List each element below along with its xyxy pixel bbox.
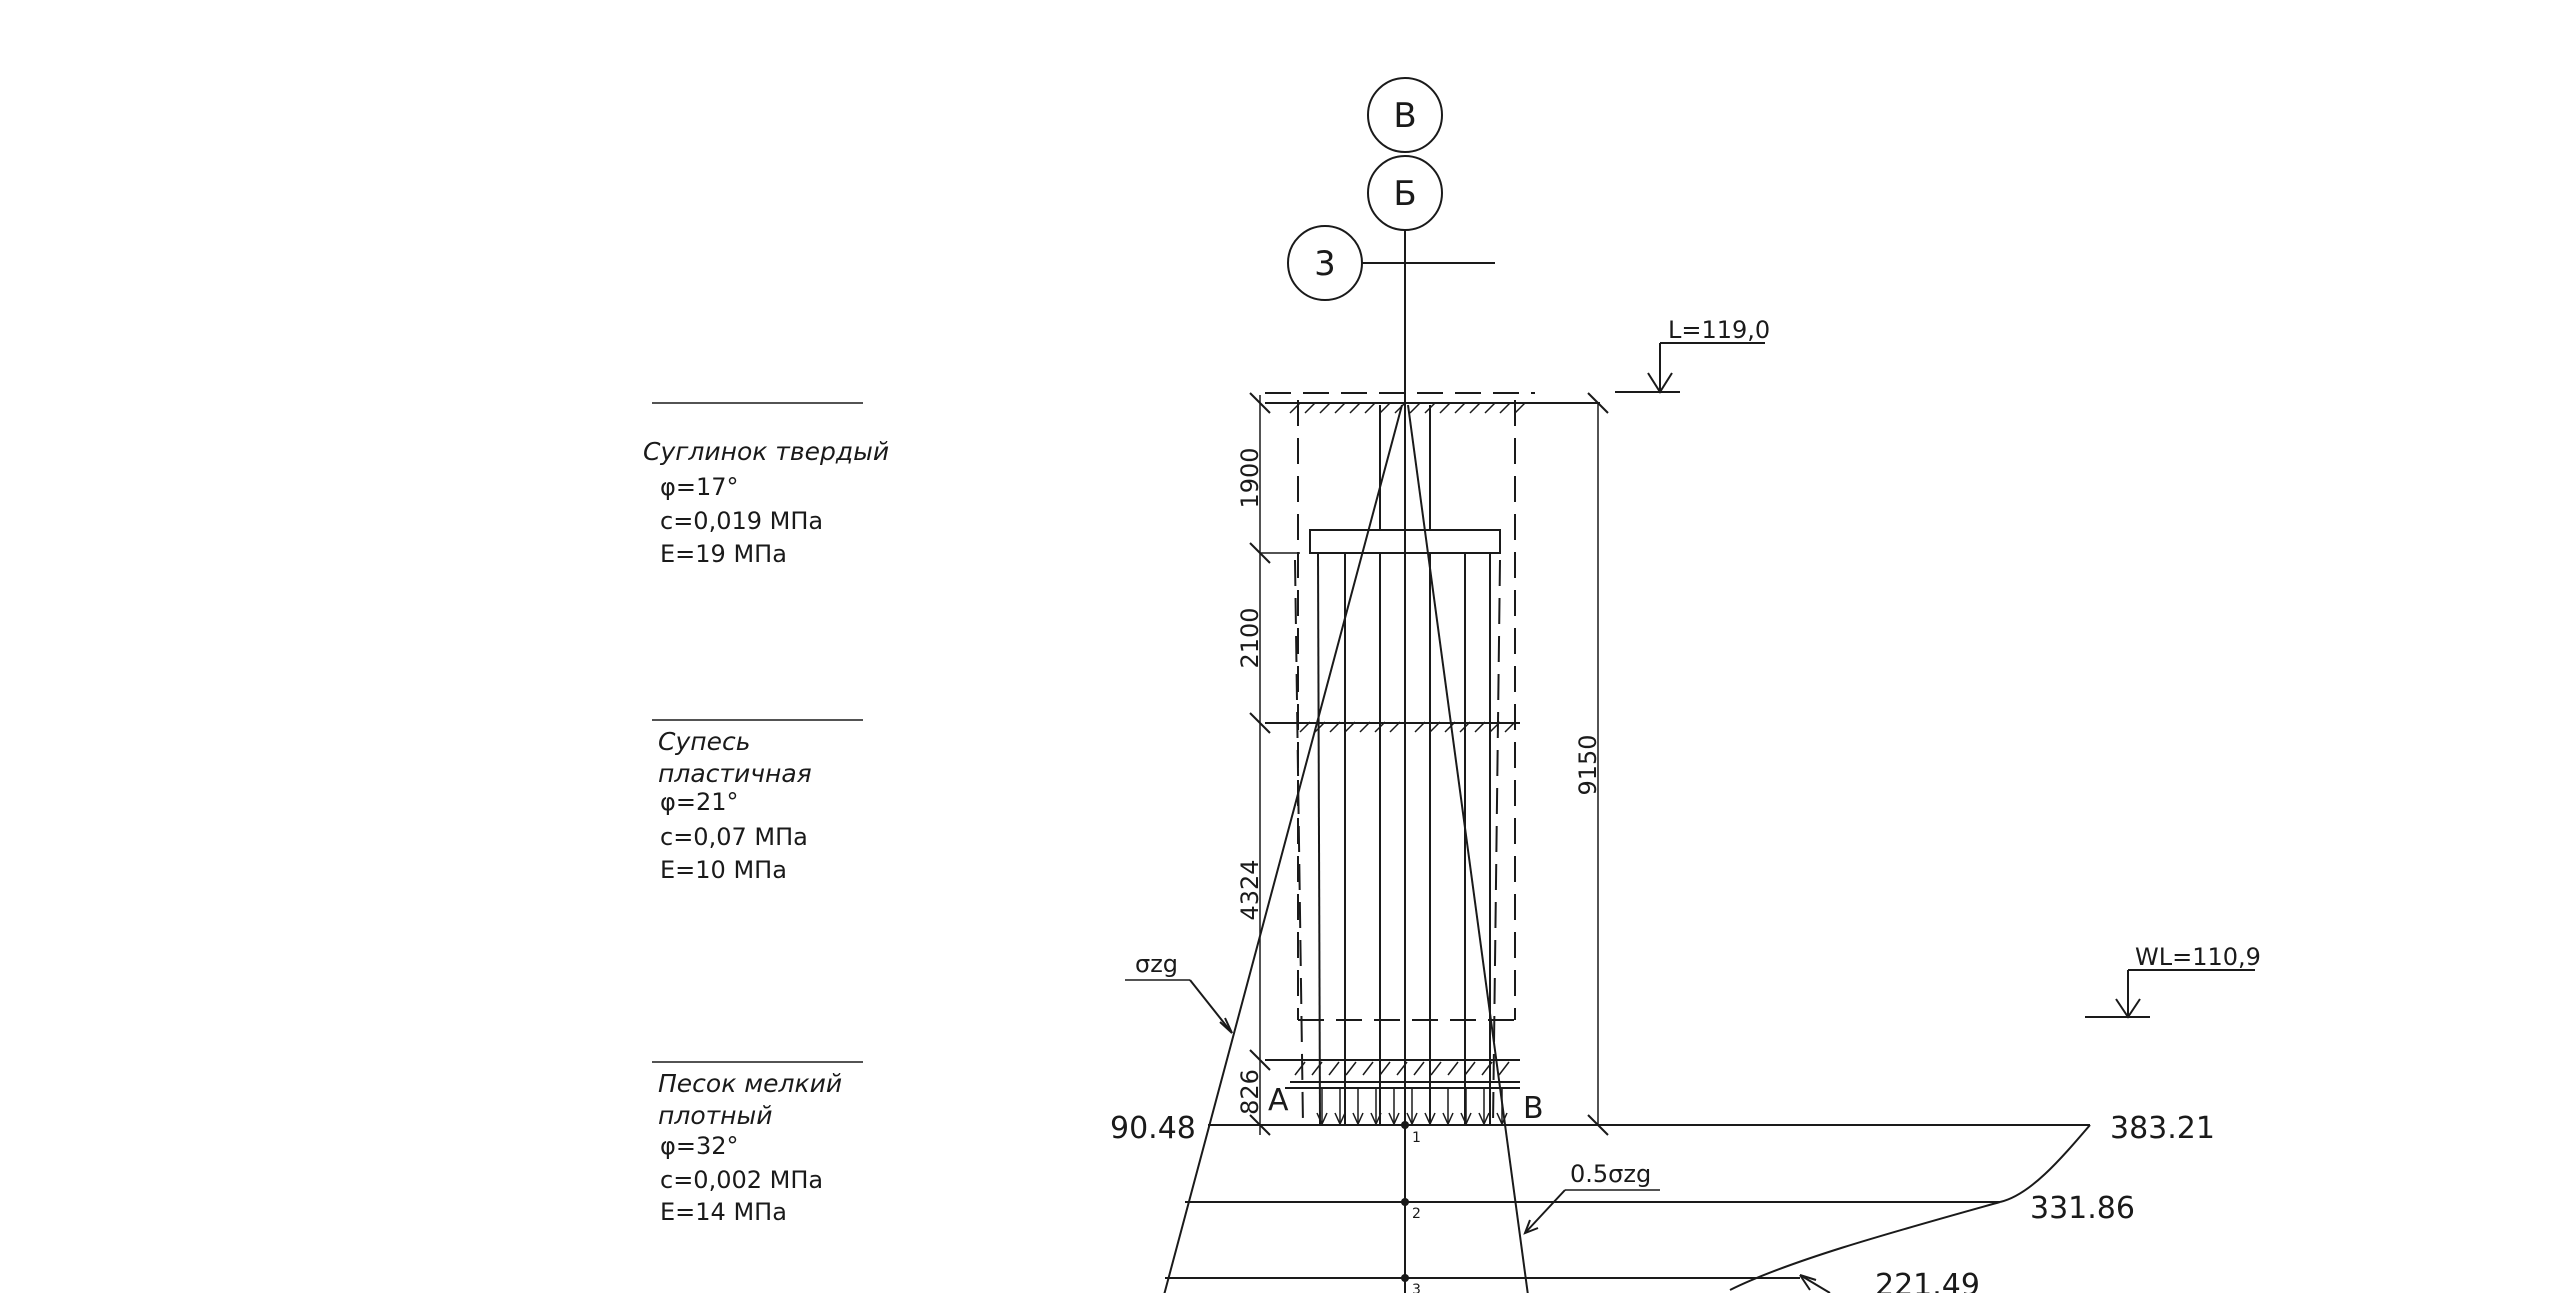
water-level-label: WL=110,9 — [2135, 943, 2261, 971]
left-dimension-chain: 1900 2100 4324 826 — [1236, 392, 1300, 1136]
point-3-marker — [1401, 1274, 1409, 1282]
axis-bubble-v — [1367, 77, 1443, 153]
soil-1-name: Суглинок твердый — [643, 437, 889, 466]
soil-layer-3: Песок мелкий плотный φ=32° c=0,002 МПа E… — [652, 1061, 863, 1226]
point-2-marker — [1401, 1198, 1409, 1206]
soil-2-name-line2: пластичная — [658, 759, 812, 788]
soil-3-c: c=0,002 МПа — [660, 1166, 823, 1194]
soil-1-phi: φ=17° — [660, 473, 738, 501]
szg-leader: σzg — [1125, 950, 1233, 1034]
stress-envelope: 1 2 3 — [1163, 404, 2091, 1293]
hatch-bottom — [1294, 1061, 1510, 1076]
half-szg-label: 0.5σzg — [1570, 1160, 1651, 1188]
soil-3-name-line2: плотный — [658, 1101, 773, 1130]
soil-2-e: E=10 МПа — [660, 856, 787, 884]
soil-layer-1: Суглинок твердый φ=17° c=0,019 МПа E=19 … — [643, 402, 889, 568]
foundation-slab — [1309, 529, 1501, 554]
dim-9150: 9150 — [1574, 734, 1602, 795]
stress-p2-value: 331.86 — [2030, 1191, 2135, 1226]
axis-label-b: Б — [1393, 174, 1416, 214]
soil-3-phi: φ=32° — [660, 1132, 738, 1160]
dim-2100: 2100 — [1236, 607, 1264, 668]
dim-1900: 1900 — [1236, 447, 1264, 508]
dim-4324: 4324 — [1236, 859, 1264, 920]
soil-3-name-line1: Песок мелкий — [658, 1069, 842, 1098]
point-3-number: 3 — [1412, 1282, 1421, 1293]
base-pressure-arrows: A B — [1268, 1083, 1544, 1126]
point-2-number: 2 — [1412, 1206, 1421, 1222]
ground-level-marker: L=119,0 — [1615, 316, 1770, 394]
right-dimension: 9150 — [1574, 392, 1609, 1136]
dim-826: 826 — [1236, 1069, 1264, 1115]
axis-label-3: 3 — [1314, 244, 1336, 284]
soil-3-e: E=14 МПа — [660, 1198, 787, 1226]
point-a-label: A — [1268, 1083, 1289, 1118]
half-szg-line — [1407, 404, 1529, 1293]
point-1-number: 1 — [1412, 1130, 1421, 1146]
soil-2-c: c=0,07 МПа — [660, 823, 808, 851]
szg-label: σzg — [1135, 950, 1178, 978]
soil-2-phi: φ=21° — [660, 788, 738, 816]
foundation-body — [1265, 392, 1600, 1126]
stress-p1-value: 383.21 — [2110, 1111, 2215, 1146]
soil-2-name-line1: Супесь — [658, 727, 750, 756]
soil-1-e: E=19 МПа — [660, 540, 787, 568]
stress-values: 90.48 383.21 331.86 221.49 — [1110, 1111, 2215, 1293]
water-level-marker: WL=110,9 — [2085, 943, 2261, 1019]
ground-level-label: L=119,0 — [1668, 316, 1770, 344]
axis-label-v: В — [1393, 96, 1416, 136]
soil-layer-2: Супесь пластичная φ=21° c=0,07 МПа E=10 … — [652, 719, 863, 884]
half-szg-leader: 0.5σzg — [1523, 1160, 1660, 1235]
point-b-label: B — [1523, 1091, 1544, 1126]
soil-1-c: c=0,019 МПа — [660, 507, 823, 535]
stress-p3-value: 221.49 — [1875, 1268, 1980, 1293]
szg-line — [1163, 404, 1403, 1293]
point-1-marker — [1401, 1121, 1409, 1129]
axis-markers: В Б 3 — [1287, 77, 1495, 1293]
hatch-top — [1289, 402, 1526, 414]
stress-left-value: 90.48 — [1110, 1111, 1196, 1146]
